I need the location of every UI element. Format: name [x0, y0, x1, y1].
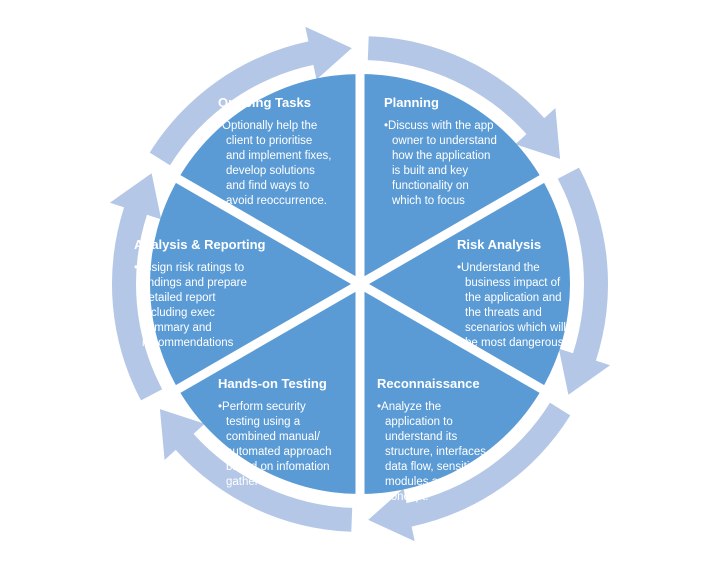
planning-line: which to focus [391, 195, 465, 207]
segment-reconnaissance [360, 284, 542, 494]
planning-line: owner to understand [392, 135, 497, 147]
planning-line: how the application [392, 150, 490, 162]
analysis-reporting-line: findings and prepare [142, 277, 247, 289]
segment-analysis-reporting [149, 179, 360, 389]
reconnaissance-line: modules and [385, 476, 451, 488]
ring-arrow-risk-analysis [557, 167, 611, 395]
planning-line: •Discuss with the app [384, 120, 494, 132]
planning-title: Planning [384, 95, 439, 110]
reconnaissance-line: concept. [385, 491, 428, 503]
reconnaissance-line: understand its [385, 431, 457, 443]
analysis-reporting-line: summary and [142, 322, 212, 334]
ongoing-tasks-line: and implement fixes, [226, 150, 331, 162]
analysis-reporting-line: •Assign risk ratings to [134, 262, 244, 274]
risk-analysis-line: scenarios which will [465, 322, 566, 334]
risk-analysis-line: •Understand the [457, 262, 540, 274]
reconnaissance-line: data flow, sensitive [385, 461, 482, 473]
risk-analysis-line: the application and [465, 292, 562, 304]
ring-arrow-hands-on-testing [159, 409, 353, 532]
planning-line: functionality on [392, 180, 469, 192]
ongoing-tasks-line: and find ways to [226, 180, 309, 192]
separator-line [123, 145, 597, 423]
ring-arrow-ongoing-tasks [149, 26, 352, 166]
ongoing-tasks-title: Ongoing Tasks [218, 95, 311, 110]
ring-arrow-planning [367, 36, 561, 159]
cycle-ring [109, 26, 611, 542]
ongoing-tasks-line: •Optionally help the [218, 120, 317, 132]
ongoing-tasks-line: develop solutions [226, 165, 315, 177]
segment-separators [123, 14, 597, 554]
risk-analysis-line: business impact of [465, 277, 561, 289]
segment-risk-analysis [360, 179, 571, 389]
hands-on-testing-line: combined manual/ [226, 431, 321, 443]
planning-line: is built and key [392, 165, 468, 177]
segment-planning [360, 74, 542, 284]
reconnaissance-line: structure, interfaces, [385, 446, 489, 458]
reconnaissance-line: application to [385, 416, 453, 428]
pie-segments [149, 74, 571, 494]
hands-on-testing-line: •Perform security [218, 401, 306, 413]
ongoing-tasks-line: client to prioritise [226, 135, 312, 147]
analysis-reporting-line: detailed report [142, 292, 216, 304]
analysis-reporting-line: including exec [142, 307, 215, 319]
risk-analysis-title: Risk Analysis [457, 237, 541, 252]
hands-on-testing-line: automated approach [226, 446, 332, 458]
segment-hands-on-testing [178, 284, 360, 494]
risk-analysis-line: the threats and [465, 307, 542, 319]
hands-on-testing-line: based on infomation [226, 461, 330, 473]
reconnaissance-title: Reconnaissance [377, 376, 480, 391]
hands-on-testing-title: Hands-on Testing [218, 376, 327, 391]
ring-arrow-reconnaissance [368, 402, 571, 542]
ring-arrow-analysis-reporting [109, 173, 163, 401]
risk-analysis-line: be most dangerous [465, 337, 564, 349]
analysis-reporting-title: Analysis & Reporting [134, 237, 266, 252]
hands-on-testing-line: gathered. [226, 476, 275, 488]
analysis-reporting-line: recommendations [142, 337, 234, 349]
segment-ongoing-tasks [178, 74, 360, 284]
reconnaissance-line: •Analyze the [377, 401, 441, 413]
hands-on-testing-line: testing using a [226, 416, 301, 428]
ongoing-tasks-line: avoid reoccurrence. [226, 195, 327, 207]
